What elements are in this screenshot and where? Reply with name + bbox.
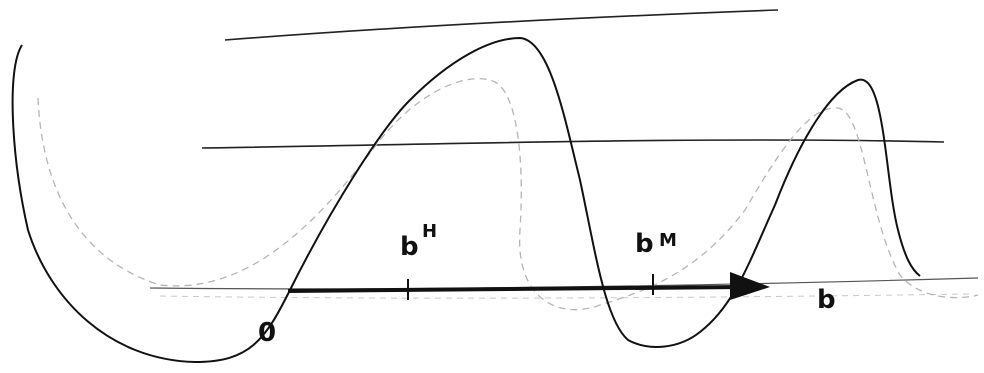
- b-m-superscript: M: [659, 230, 677, 251]
- axis-arrow-shaft: [287, 285, 743, 293]
- origin-label: 0: [258, 318, 276, 348]
- main-curve: [11, 36, 921, 364]
- axis-arrowhead: [730, 272, 770, 300]
- faint-curve: [37, 78, 979, 311]
- baseline-shadow-line: [159, 293, 971, 299]
- b-m-label: b: [635, 229, 654, 259]
- middle-horizontal-line: [201, 139, 945, 149]
- b-h-label: b: [400, 232, 419, 262]
- axis-end-label: b: [817, 285, 836, 315]
- top-horizontal-line: [224, 9, 779, 41]
- b-h-superscript: H: [422, 221, 437, 242]
